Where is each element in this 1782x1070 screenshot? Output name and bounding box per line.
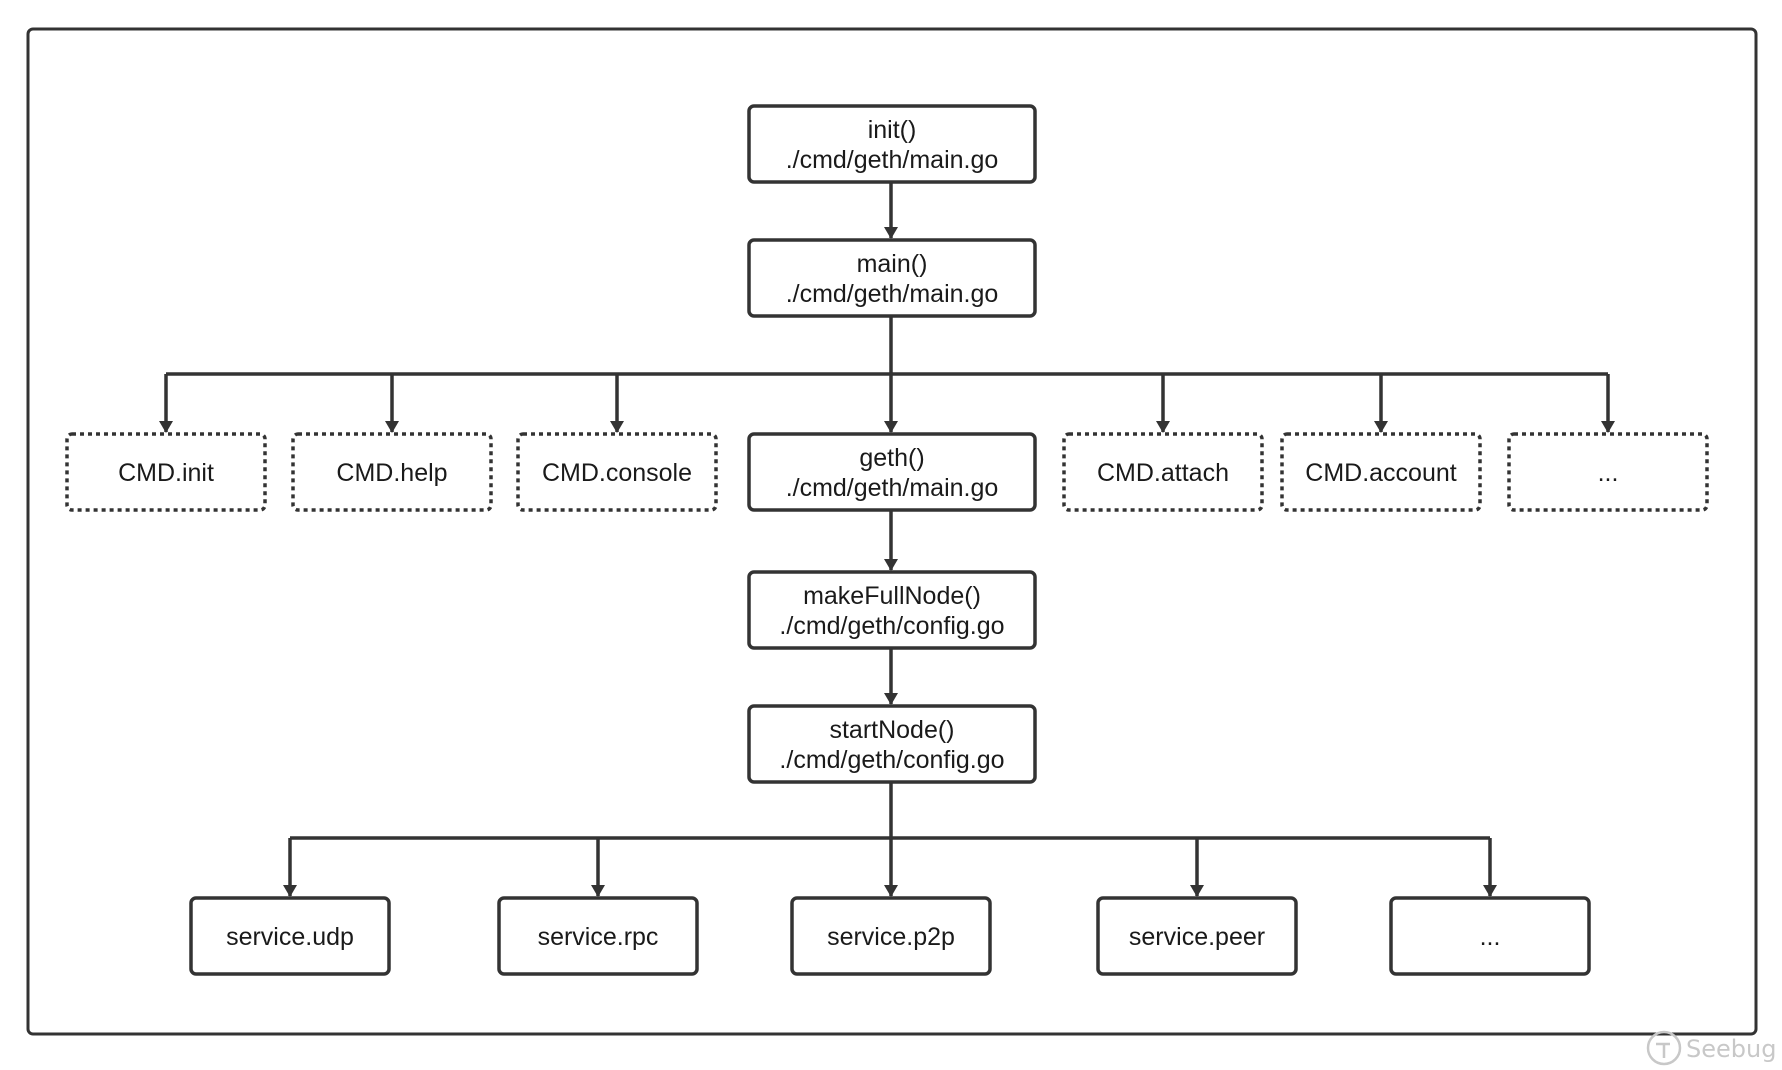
node-label: geth() <box>859 444 924 472</box>
node-service-p2p: service.p2p <box>790 896 992 976</box>
connector-lines <box>159 182 1615 897</box>
node-box <box>747 432 1037 512</box>
node-box <box>1389 896 1591 976</box>
node-box <box>747 104 1037 184</box>
node-cmd-attach: CMD.attach <box>1062 432 1264 512</box>
watermark-text: Seebug <box>1686 1035 1776 1063</box>
node-startnode: startNode()./cmd/geth/config.go <box>747 704 1037 784</box>
node-file-path: ./cmd/geth/main.go <box>786 280 999 308</box>
node-box <box>1096 896 1298 976</box>
node-file-path: ./cmd/geth/config.go <box>779 746 1004 774</box>
node-service-peer: service.peer <box>1096 896 1298 976</box>
node-box <box>1062 432 1264 512</box>
node-cmd-init: CMD.init <box>65 432 267 512</box>
node-label: CMD.init <box>118 459 214 487</box>
node-label: service.p2p <box>827 923 955 951</box>
node-label: CMD.attach <box>1097 459 1229 487</box>
diagram-frame <box>26 27 1758 1036</box>
node-box <box>189 896 391 976</box>
node-service-udp: service.udp <box>189 896 391 976</box>
node-label: makeFullNode() <box>803 582 981 610</box>
node-box <box>516 432 718 512</box>
node-label: ... <box>1480 923 1501 951</box>
node-cmd-console: CMD.console <box>516 432 718 512</box>
node-file-path: ./cmd/geth/main.go <box>786 146 999 174</box>
node-file-path: ./cmd/geth/main.go <box>786 474 999 502</box>
node-box <box>1280 432 1482 512</box>
node-box <box>497 896 699 976</box>
node-label: startNode() <box>829 716 954 744</box>
node-label: ... <box>1598 459 1619 487</box>
node-box <box>747 570 1037 650</box>
node-box <box>65 432 267 512</box>
node-cmd-more: ... <box>1507 432 1709 512</box>
node-init: init()./cmd/geth/main.go <box>747 104 1037 184</box>
node-box <box>747 704 1037 784</box>
node-file-path: ./cmd/geth/config.go <box>779 612 1004 640</box>
node-label: init() <box>868 116 917 144</box>
node-box <box>747 238 1037 318</box>
node-label: CMD.console <box>542 459 692 487</box>
node-box <box>1507 432 1709 512</box>
node-label: main() <box>857 250 928 278</box>
node-makefullnode: makeFullNode()./cmd/geth/config.go <box>747 570 1037 650</box>
node-geth: geth()./cmd/geth/main.go <box>747 432 1037 512</box>
node-label: CMD.account <box>1305 459 1456 487</box>
node-box <box>291 432 493 512</box>
seebug-logo-icon <box>1646 1030 1682 1066</box>
node-cmd-account: CMD.account <box>1280 432 1482 512</box>
node-label: service.peer <box>1129 923 1265 951</box>
node-label: CMD.help <box>336 459 447 487</box>
node-label: service.rpc <box>538 923 659 951</box>
node-service-more: ... <box>1389 896 1591 976</box>
node-label: service.udp <box>226 923 354 951</box>
node-service-rpc: service.rpc <box>497 896 699 976</box>
node-main: main()./cmd/geth/main.go <box>747 238 1037 318</box>
node-box <box>790 896 992 976</box>
watermark: Seebug <box>1646 1030 1776 1066</box>
node-cmd-help: CMD.help <box>291 432 493 512</box>
